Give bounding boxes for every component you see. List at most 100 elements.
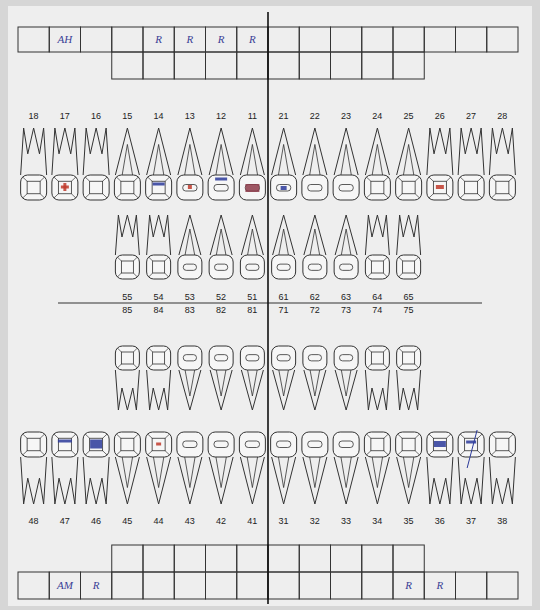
root-canal (278, 457, 288, 488)
tooth-root (334, 128, 358, 175)
surface-line (384, 434, 389, 438)
incisal-edge (215, 355, 228, 361)
tooth-crown (208, 432, 234, 457)
tooth-root (365, 215, 389, 255)
root-canal (341, 144, 351, 175)
tooth-number: 12 (216, 112, 226, 121)
occlusal-surface (121, 438, 134, 451)
tooth-number: 43 (185, 517, 195, 526)
tooth-number: 46 (91, 517, 101, 526)
tooth-number: 35 (404, 517, 414, 526)
tooth-number: 34 (372, 517, 382, 526)
tooth-number: 37 (466, 517, 476, 526)
root-canal (279, 370, 289, 396)
occlusal-surface (152, 181, 165, 194)
surface-line (71, 194, 76, 198)
surface-line (116, 451, 121, 455)
incisal-edge (308, 355, 321, 361)
grid-cell (362, 27, 393, 52)
tooth-crown (239, 175, 265, 200)
incisal-edge (339, 441, 353, 448)
grid-cell (174, 545, 205, 572)
incisal-edge (276, 185, 290, 192)
grid-cell (487, 572, 518, 599)
grid-cell (268, 572, 299, 599)
incisal-edge (277, 355, 290, 361)
root-canal (248, 370, 258, 396)
record-cell: R (174, 27, 205, 52)
tooth-root (209, 128, 233, 175)
surface-line (134, 177, 139, 181)
surface-line (103, 451, 108, 455)
occlusal-surface (152, 438, 165, 451)
tooth-crown (52, 432, 78, 457)
surface-line (148, 451, 153, 455)
tooth-number: 22 (310, 112, 320, 121)
tooth-number: 64 (372, 293, 382, 302)
tooth-root (209, 457, 233, 504)
tooth-number: 25 (404, 112, 414, 121)
grid-cell (49, 572, 80, 599)
root-canal (185, 144, 195, 175)
tooth-root (272, 457, 296, 504)
surface-line (149, 257, 153, 261)
surface-line (399, 257, 403, 261)
surface-line (148, 434, 153, 438)
root-canal (403, 144, 413, 175)
tooth-crown (334, 346, 358, 370)
surface-line (429, 194, 434, 198)
grid-cell (143, 545, 174, 572)
grid-cell (143, 52, 174, 79)
surface-line (398, 451, 403, 455)
surface-line (384, 451, 389, 455)
tooth-number: 53 (185, 293, 195, 302)
surface-line (71, 451, 76, 455)
tooth-root (335, 215, 357, 255)
surface-line (367, 273, 371, 277)
root-canal (247, 457, 257, 488)
grid-cell (331, 545, 362, 572)
surface-line (85, 434, 90, 438)
tooth-crown (21, 432, 47, 457)
tooth-crown (489, 175, 515, 200)
tooth-crown (333, 175, 359, 200)
tooth-number: 32 (310, 517, 320, 526)
grid-cell (18, 572, 49, 599)
tooth-root (397, 370, 421, 410)
tooth-number: 26 (435, 112, 445, 121)
tooth-crown (178, 255, 202, 279)
tooth-crown (397, 346, 421, 370)
surface-line (149, 348, 153, 352)
tooth-crown (427, 432, 453, 457)
restoration-mark (156, 443, 161, 446)
tooth-root (241, 215, 263, 255)
incisal-edge (215, 264, 228, 270)
surface-line (165, 364, 169, 368)
tooth-number: 51 (247, 293, 257, 302)
surface-line (366, 177, 371, 181)
surface-line (165, 177, 170, 181)
surface-line (85, 177, 90, 181)
grid-cell (174, 52, 205, 79)
tooth-crown (240, 346, 264, 370)
incisal-edge (183, 441, 197, 448)
root-canal (122, 457, 132, 488)
surface-line (460, 434, 465, 438)
root-canal (248, 229, 258, 255)
grid-cell (112, 27, 143, 52)
surface-line (40, 451, 45, 455)
tooth-root (304, 370, 326, 410)
grid-cell (299, 545, 330, 572)
record-cell: R (424, 572, 455, 599)
occlusal-surface (402, 438, 415, 451)
tooth-crown (303, 346, 327, 370)
occlusal-surface (403, 352, 415, 364)
surface-line (133, 273, 137, 277)
occlusal-surface (433, 438, 446, 451)
tooth-number: 45 (122, 517, 132, 526)
surface-line (398, 177, 403, 181)
tooth-crown (271, 432, 297, 457)
surface-line (148, 194, 153, 198)
tooth-root (115, 128, 139, 175)
